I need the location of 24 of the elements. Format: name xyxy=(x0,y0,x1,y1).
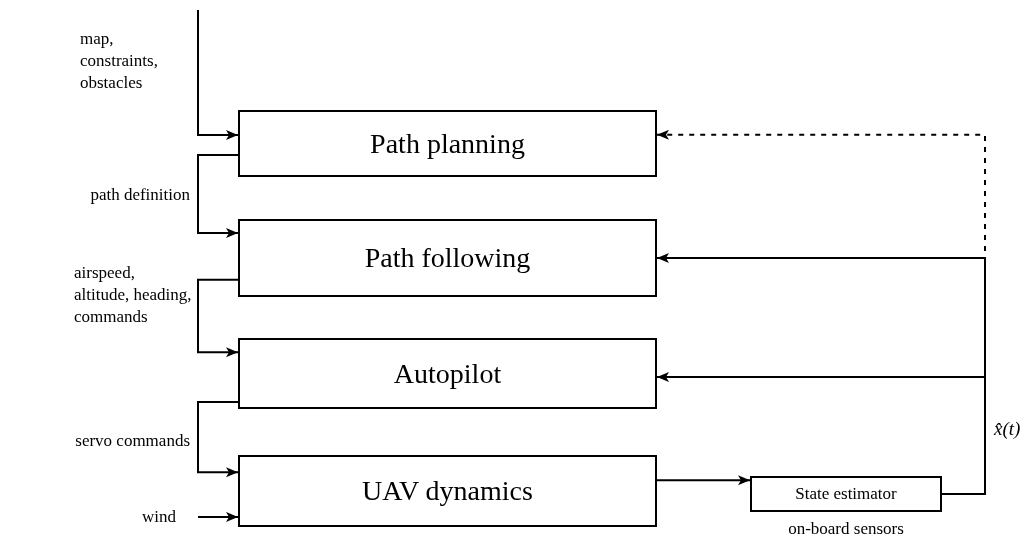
block-label: State estimator xyxy=(795,484,897,504)
block-box xyxy=(238,455,657,527)
edge-label: wind xyxy=(141,506,176,528)
block-label: Path following xyxy=(364,242,531,274)
arrow xyxy=(197,400,239,478)
edge-label: servo commands xyxy=(74,430,190,452)
block-box xyxy=(238,110,657,177)
signal-label: x̂(t) xyxy=(994,418,1021,440)
arrow xyxy=(197,9,239,140)
block-box xyxy=(238,219,657,297)
block-label: Autopilot xyxy=(393,357,502,390)
edge-label: path definition xyxy=(89,184,190,206)
block-box xyxy=(238,338,657,409)
arrow xyxy=(656,475,751,486)
block-label: UAV dynamics xyxy=(362,475,533,507)
arrow xyxy=(197,153,239,239)
arrow xyxy=(197,511,239,522)
arrow xyxy=(656,372,986,495)
block-label: Path planning xyxy=(370,127,525,160)
estimator-box xyxy=(750,476,942,512)
edge-label: airspeed, altitude, heading, commands xyxy=(74,262,193,328)
arrow xyxy=(197,278,239,358)
block-note: on-board sensors xyxy=(787,518,905,539)
edge-label: map, constraints, obstacles xyxy=(79,28,159,94)
